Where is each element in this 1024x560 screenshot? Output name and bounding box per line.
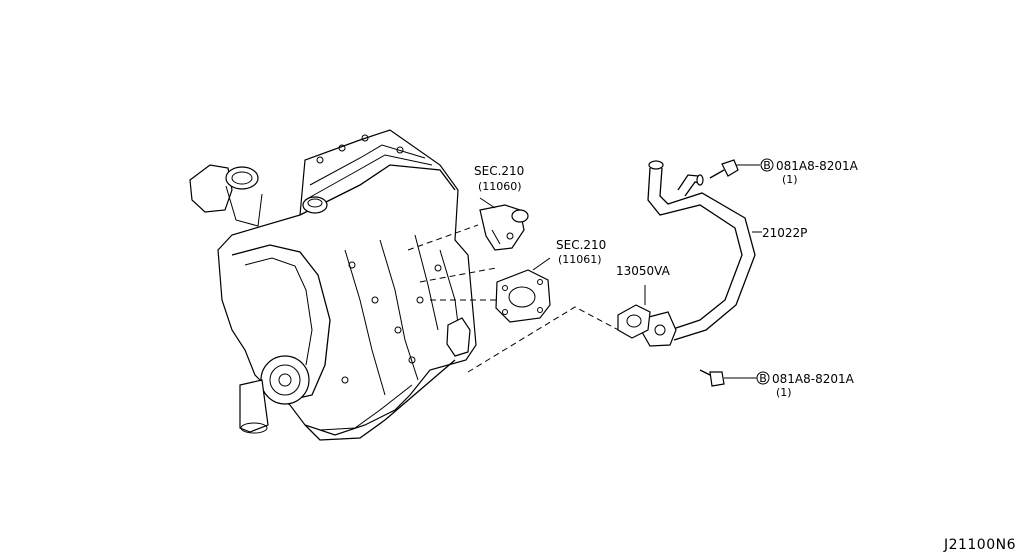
bolt-bottom-quantity: (1) — [776, 386, 792, 399]
bolt-badge-icon — [756, 371, 770, 385]
sec-upper-part-number: (11060) — [478, 180, 522, 193]
water-pipe-part — [641, 160, 756, 347]
callout-bolt-bottom: B 081A8-8201A (1) — [756, 371, 855, 399]
sec-lower-label: SEC.210 — [556, 238, 606, 252]
callout-sec-upper: SEC.210 (11060) — [474, 164, 524, 193]
water-outlet-part — [495, 269, 551, 323]
bolt-top-badge: B — [763, 159, 771, 172]
bolt-badge-icon — [760, 158, 774, 172]
sec-lower-part-number: (11061) — [558, 253, 602, 266]
bolt-top-quantity: (1) — [782, 173, 798, 186]
callout-sec-lower: SEC.210 (11061) — [556, 238, 606, 266]
bolt-bottom-part-number: 081A8-8201A — [772, 372, 855, 386]
engine-assembly — [189, 129, 477, 441]
bolt-top-part-number: 081A8-8201A — [776, 159, 859, 173]
bolt-bottom-part — [699, 369, 725, 387]
diagram-code: J21100N6 — [943, 537, 1016, 553]
gasket-part-number: 13050VA — [616, 264, 671, 278]
leader-lines — [479, 164, 762, 379]
bolt-top-part — [709, 159, 739, 179]
sec-upper-label: SEC.210 — [474, 164, 524, 178]
thermostat-housing-part — [479, 204, 529, 251]
pipe-part-number: 21022P — [762, 226, 807, 240]
assembly-guide-lines — [407, 224, 629, 373]
bolt-bottom-badge: B — [759, 372, 767, 385]
gasket-part — [617, 304, 651, 339]
callout-bolt-top: B 081A8-8201A (1) — [760, 158, 859, 186]
